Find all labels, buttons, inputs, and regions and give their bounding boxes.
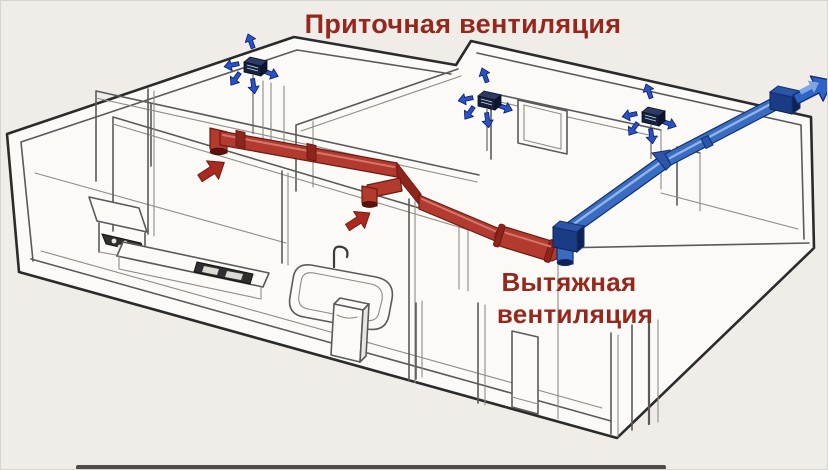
interior-wall-back (95, 80, 480, 183)
exhaust-ventilation-label-line2: вентиляция (497, 299, 653, 329)
bathroom-walls (281, 170, 416, 384)
interior-wall-divider-right (490, 92, 799, 230)
exhaust-duct-blue (551, 67, 827, 267)
kitchen-counter-peninsula (88, 196, 148, 233)
bathroom-area (288, 245, 394, 363)
building-outline (5, 35, 816, 440)
exhaust-ventilation-label-line1: Вытяжная (501, 267, 636, 297)
bathtub-faucet (332, 245, 349, 269)
apartment-structure (5, 35, 816, 440)
duct-junction-box (551, 220, 586, 254)
door-opening (517, 99, 568, 155)
hall-door-panel (511, 330, 539, 415)
duct-silencer (493, 223, 561, 263)
front-wall-and-doors (415, 242, 810, 438)
scan-artifact (76, 465, 666, 469)
supply-duct-red (209, 127, 561, 263)
supply-ventilation-title: Приточная вентиляция (305, 9, 622, 39)
kitchen-area (88, 196, 270, 300)
